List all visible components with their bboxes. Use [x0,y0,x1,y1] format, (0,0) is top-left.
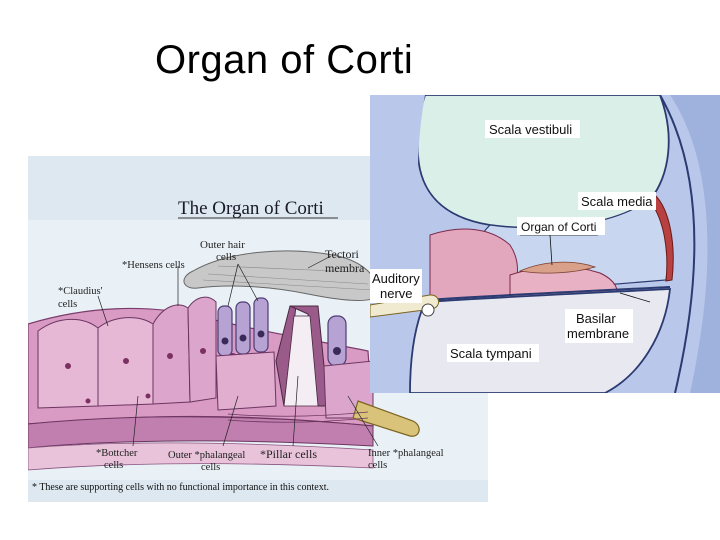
label-nerve: nerve [380,286,413,301]
label-tectorial: Tectori [325,247,359,261]
inner-hair-cell [327,315,347,367]
label-bottcher-cells: *Bottcher [96,448,138,459]
label-organ-of-corti: Organ of Corti [521,220,596,234]
footnote: * These are supporting cells with no fun… [32,482,329,493]
inner-hair-cell-nucleus [333,347,341,355]
label-bg-scala-vestibuli [485,120,580,138]
label-scala-media: Scala media [581,194,653,209]
figure-title: The Organ of Corti [178,198,324,219]
outer-hair-cells [217,297,269,357]
leader-lines [97,255,379,447]
label-tectorial-2: membra [325,261,365,275]
label-bg-organ-of-corti [517,217,605,235]
tympanic-layer [27,442,374,471]
label-scala-vestibuli: Scala vestibuli [489,122,572,137]
label-bg-basilar-membrane [565,309,633,343]
label-outer-phalangeal-2: cells [201,462,220,473]
cochlear-wall-edge [659,94,696,394]
cochlea-cross-section: Scala vestibuli Scala media Organ of Cor… [369,94,720,398]
label-hensens-cells: *Hensens cells [122,260,185,271]
label-bottcher-cells-2: cells [104,460,123,471]
label-bg-scala-tympani [447,344,539,362]
label-claudius-cells-2: cells [58,299,77,310]
basilar-membrane-layer [27,416,374,449]
outer-hair-cell-nucleus [257,330,265,338]
label-auditory: Auditory [372,271,420,286]
page-title: Organ of Corti [155,38,414,82]
basilar-membrane [424,286,671,301]
modiolus-region [370,95,425,215]
label-outer-hair-cells: Outer hair [200,239,245,251]
cochlear-wall [670,95,720,393]
tectorial-membrane [183,250,381,301]
outer-hair-cell-nucleus [239,334,247,342]
tunnel-of-corti [283,315,319,407]
label-outer-hair-cells-2: cells [216,251,236,263]
label-membrane: membrane [567,326,629,341]
label-inner-phalangeal: Inner *phalangeal [368,448,444,459]
label-bg-auditory-nerve [370,269,422,303]
spiral-ganglion [421,303,435,317]
nerve-fibers [352,400,420,437]
label-scala-tympani: Scala tympani [450,346,532,361]
nerve-fiber-lines [227,411,369,423]
label-bg-scala-media [578,192,656,210]
claudius-cells [37,317,154,409]
hensens-cells [152,296,217,405]
tectorial-membrane-small [518,261,597,274]
cochlea-drawing: Scala vestibuli Scala media Organ of Cor… [369,94,720,394]
tectorial-membrane-fibers [202,265,374,291]
label-pillar-cells: *Pillar cells [260,447,317,461]
outer-hair-cell-nucleus [221,337,229,345]
label-claudius-cells: *Claudius' [58,286,103,297]
label-outer-phalangeal: Outer *phalangeal [168,450,245,461]
label-basilar: Basilar [576,311,616,326]
stria-vascularis [649,194,674,282]
outer-phalangeal-cells [215,351,277,411]
label-inner-phalangeal-2: cells [368,460,387,471]
inner-pillar-cell [289,305,329,407]
